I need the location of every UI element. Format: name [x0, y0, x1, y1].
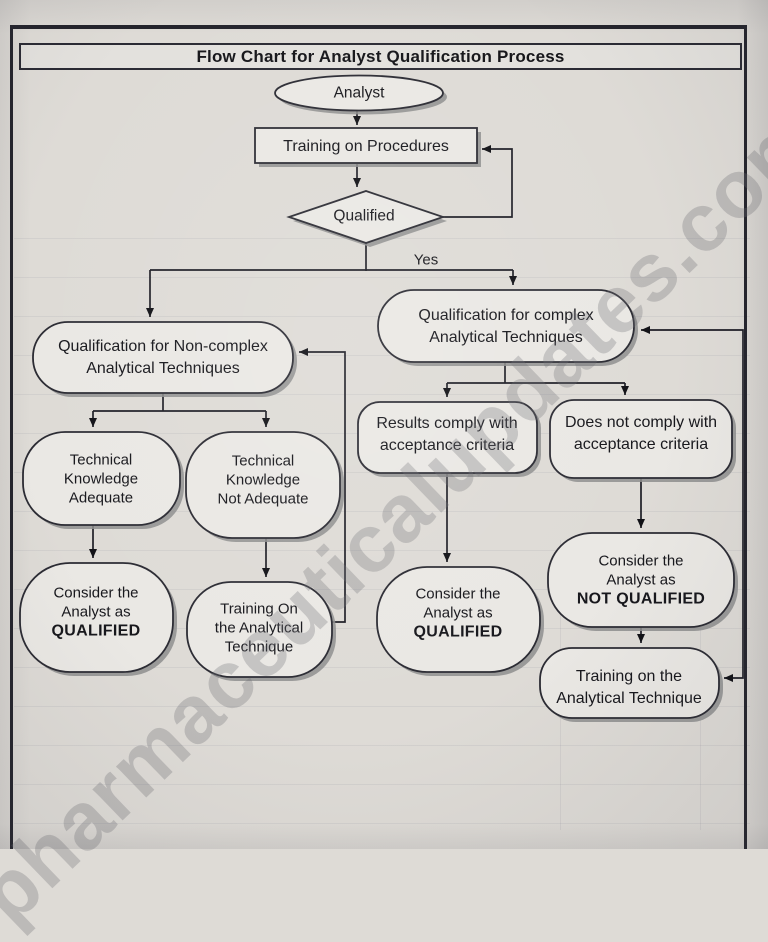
- flowchart-canvas: [19, 74, 744, 722]
- chart-title: Flow Chart for Analyst Qualification Pro…: [196, 46, 565, 66]
- label-consider-qualified-right: Consider the Analyst as QUALIFIED: [413, 585, 503, 641]
- node-qual-noncomplex: [32, 321, 297, 397]
- label-consider-not-qualified: Consider the Analyst as NOT QUALIFIED: [576, 552, 706, 608]
- label-tech-adequate: Technical Knowledge Adequate: [63, 451, 139, 507]
- label-training-left: Training On the Analytical Technique: [214, 600, 304, 656]
- node-training-left: [186, 581, 336, 681]
- node-consider-not-qualified: [547, 532, 738, 631]
- label-tech-not-adequate: Technical Knowledge Not Adequate: [217, 452, 309, 508]
- label-not-comply: Does not comply with acceptance criteria: [564, 414, 718, 453]
- arrow-decision-loop-to-training: [443, 145, 513, 218]
- node-qual-complex: [377, 289, 638, 366]
- label-training-right: Training on the Analytical Technique: [556, 668, 702, 707]
- node-training-procedures: [254, 127, 481, 167]
- node-not-comply: [549, 399, 736, 482]
- node-analyst: [274, 74, 447, 115]
- label-qual-noncomplex: Qualification for Non-complex Analytical…: [58, 338, 268, 377]
- label-qual-complex: Qualification for complex Analytical Tec…: [418, 307, 594, 346]
- arrow-right-loop-to-trainingright: [724, 500, 744, 682]
- node-consider-qualified-left: [19, 562, 177, 676]
- label-analyst: Analyst: [333, 84, 385, 102]
- page-border: [10, 25, 747, 849]
- node-qualified-decision: [286, 190, 447, 247]
- label-results-comply: Results comply with acceptance criteria: [376, 415, 518, 454]
- arrow-trainingleft-loop-to-noncomplex: [299, 348, 346, 623]
- node-tech-not-adequate: [185, 431, 344, 542]
- label-training-procedures: Training on Procedures: [283, 138, 449, 155]
- node-consider-qualified-right: [376, 566, 544, 676]
- chart-title-box: Flow Chart for Analyst Qualification Pro…: [19, 43, 742, 70]
- label-qualified-decision: Qualified: [333, 207, 395, 225]
- label-yes: Yes: [413, 251, 439, 269]
- arrow-right-loop-to-complex: [641, 326, 744, 500]
- node-tech-adequate: [22, 431, 184, 529]
- label-consider-qualified-left: Consider the Analyst as QUALIFIED: [51, 584, 141, 640]
- node-training-right: [539, 647, 723, 722]
- node-results-comply: [357, 401, 541, 477]
